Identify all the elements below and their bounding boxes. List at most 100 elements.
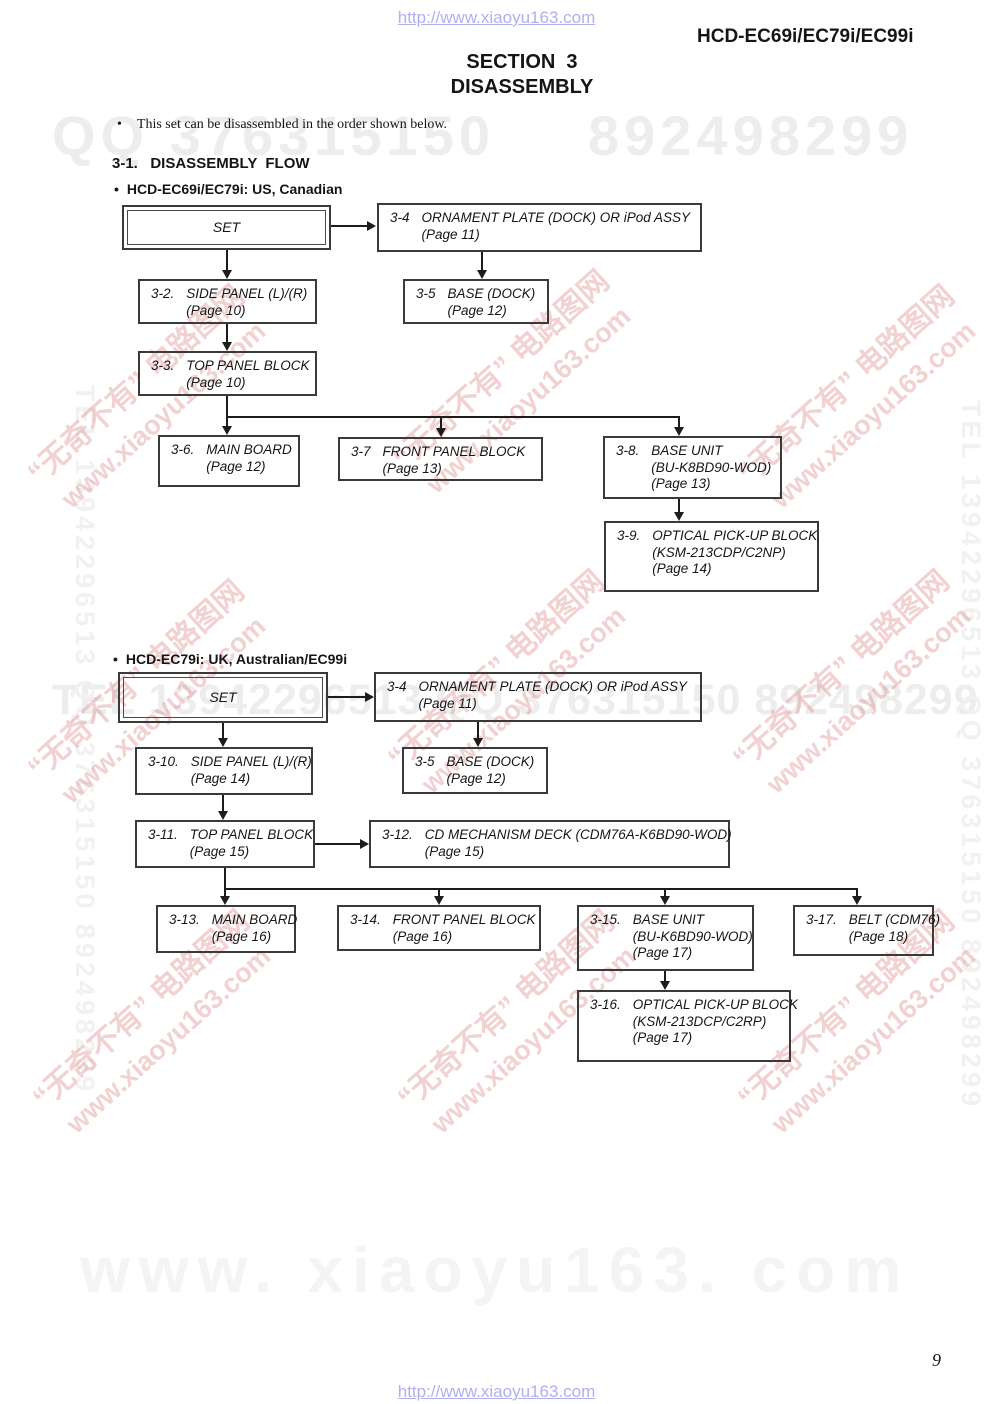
arrow-down-icon bbox=[222, 270, 232, 279]
step-page: (Page 10) bbox=[186, 374, 246, 390]
step-page: (Page 11) bbox=[421, 226, 480, 242]
flow-connector bbox=[477, 722, 479, 738]
bullet-icon: • bbox=[113, 651, 118, 667]
step-title: ORNAMENT PLATE (DOCK) OR iPod ASSY bbox=[418, 679, 688, 694]
step-model: (BU-K6BD90-WOD) bbox=[632, 928, 753, 944]
step-number: 3-3. bbox=[151, 358, 175, 373]
flow-box-3-9: 3-9. OPTICAL PICK-UP BLOCK(KSM-213CDP/C2… bbox=[604, 521, 819, 592]
step-number: 3-12. bbox=[382, 827, 413, 842]
arrow-down-icon bbox=[218, 811, 228, 820]
step-page: (Page 13) bbox=[651, 476, 711, 491]
step-title: TOP PANEL BLOCK bbox=[189, 827, 314, 842]
watermark-vertical-left: TEL 13942296513 QQ 376315150 892498299 bbox=[70, 385, 100, 1095]
flow-box-3-10: 3-10. SIDE PANEL (L)/(R)(Page 14) bbox=[135, 747, 313, 795]
step-title: BELT (CDM76) bbox=[848, 912, 941, 927]
bottom-url-link[interactable]: http://www.xiaoyu163.com bbox=[397, 1382, 596, 1401]
step-page: (Page 12) bbox=[206, 458, 266, 474]
step-number: 3-6. bbox=[171, 442, 195, 457]
step-page: (Page 14) bbox=[652, 561, 712, 576]
flow-box-3-5-uk: 3-5 BASE (DOCK)(Page 12) bbox=[402, 747, 548, 794]
step-page: (Page 15) bbox=[189, 843, 250, 859]
arrow-down-icon bbox=[477, 270, 487, 279]
arrow-right-icon bbox=[360, 839, 369, 849]
arrow-down-icon bbox=[222, 342, 232, 351]
arrow-down-icon bbox=[660, 896, 670, 905]
arrow-right-icon bbox=[365, 692, 374, 702]
step-number: 3-16. bbox=[590, 997, 621, 1012]
flow-box-3-12: 3-12. CD MECHANISM DECK (CDM76A-K6BD90-W… bbox=[369, 820, 732, 868]
arrow-down-icon bbox=[674, 512, 684, 521]
flow-box-3-8: 3-8. BASE UNIT(BU-K8BD90-WOD)(Page 13) bbox=[603, 436, 782, 499]
step-page: (Page 14) bbox=[190, 770, 251, 786]
set-label: SET bbox=[123, 677, 323, 718]
step-title: MAIN BOARD bbox=[206, 442, 292, 457]
flow-connector bbox=[328, 696, 365, 698]
flow-connector bbox=[438, 888, 440, 896]
flow-connector bbox=[481, 252, 483, 270]
flow-connector bbox=[315, 843, 360, 845]
arrow-down-icon bbox=[436, 428, 446, 437]
step-title: BASE (DOCK) bbox=[446, 754, 535, 769]
flow-box-3-6: 3-6. MAIN BOARD(Page 12) bbox=[158, 435, 300, 487]
arrow-down-icon bbox=[218, 738, 228, 747]
flow-connector bbox=[664, 888, 666, 896]
watermark-vertical-right: TEL 13942296513 QQ 376315150 892498299 bbox=[956, 400, 986, 1110]
arrow-down-icon bbox=[220, 896, 230, 905]
step-number: 3-8. bbox=[616, 443, 640, 458]
step-page: (Page 18) bbox=[848, 928, 909, 944]
intro-bullet-line: • This set can be disassembled in the ord… bbox=[117, 117, 447, 133]
flow-box-3-11: 3-11. TOP PANEL BLOCK(Page 15) bbox=[135, 820, 315, 868]
flow-connector bbox=[440, 416, 442, 428]
flow-connector bbox=[331, 225, 367, 227]
arrow-down-icon bbox=[222, 426, 232, 435]
flow-box-3-16: 3-16. OPTICAL PICK-UP BLOCK(KSM-213DCP/C… bbox=[577, 990, 798, 1062]
section-number: SECTION 3 bbox=[466, 51, 578, 73]
step-number: 3-14. bbox=[350, 912, 381, 927]
step-number: 3-9. bbox=[617, 528, 641, 543]
step-number: 3-10. bbox=[148, 754, 179, 769]
flow-connector bbox=[224, 888, 858, 890]
section-name: DISASSEMBLY bbox=[450, 76, 594, 98]
flow-connector bbox=[678, 416, 680, 427]
flow-connector bbox=[678, 499, 680, 512]
step-page: (Page 12) bbox=[446, 770, 506, 786]
bullet-icon: • bbox=[117, 117, 122, 132]
chart-uk-heading-label: HCD-EC79i: UK, Australian/EC99i bbox=[125, 651, 348, 667]
step-title: OPTICAL PICK-UP BLOCK bbox=[652, 528, 818, 543]
intro-text: This set can be disassembled in the orde… bbox=[136, 117, 448, 132]
arrow-down-icon bbox=[660, 981, 670, 990]
flow-box-set-uk: SET bbox=[118, 672, 328, 723]
flow-connector bbox=[224, 888, 226, 896]
flow-connector bbox=[226, 250, 228, 270]
step-title: SIDE PANEL (L)/(R) bbox=[186, 286, 308, 301]
flow-connector bbox=[222, 795, 224, 811]
flow-box-3-17: 3-17. BELT (CDM76)(Page 18) bbox=[793, 905, 940, 956]
top-url-link[interactable]: http://www.xiaoyu163.com bbox=[397, 8, 596, 27]
bullet-icon: • bbox=[114, 181, 119, 197]
flow-box-3-14: 3-14. FRONT PANEL BLOCK(Page 16) bbox=[337, 905, 541, 951]
step-number: 3-7 bbox=[351, 444, 371, 459]
step-page: (Page 11) bbox=[418, 695, 477, 711]
step-title: ORNAMENT PLATE (DOCK) OR iPod ASSY bbox=[421, 210, 691, 225]
flow-box-3-15: 3-15. BASE UNIT(BU-K6BD90-WOD)(Page 17) bbox=[577, 905, 754, 971]
step-model: (KSM-213CDP/C2NP) bbox=[652, 544, 786, 560]
step-page: (Page 10) bbox=[186, 302, 246, 318]
page-number: 9 bbox=[932, 1350, 941, 1370]
step-title: OPTICAL PICK-UP BLOCK bbox=[632, 997, 798, 1012]
step-model: (KSM-213DCP/C2RP) bbox=[632, 1013, 767, 1029]
step-page: (Page 13) bbox=[382, 460, 442, 476]
flow-connector bbox=[222, 723, 224, 738]
step-title: MAIN BOARD bbox=[211, 912, 298, 927]
step-number: 3-5 bbox=[416, 286, 436, 301]
flow-box-3-13: 3-13. MAIN BOARD(Page 16) bbox=[156, 905, 298, 953]
arrow-down-icon bbox=[434, 896, 444, 905]
step-number: 3-17. bbox=[806, 912, 837, 927]
section-title: SECTION 3 DISASSEMBLY bbox=[51, 50, 993, 100]
watermark-number: 892498299 bbox=[588, 104, 914, 167]
flow-box-3-4-us: 3-4 ORNAMENT PLATE (DOCK) OR iPod ASSY(P… bbox=[377, 203, 702, 252]
chart-uk-heading: • HCD-EC79i: UK, Australian/EC99i bbox=[113, 651, 347, 667]
model-header: HCD-EC69i/EC79i/EC99i bbox=[697, 26, 914, 47]
step-number: 3-5 bbox=[415, 754, 435, 769]
step-number: 3-4 bbox=[390, 210, 410, 225]
